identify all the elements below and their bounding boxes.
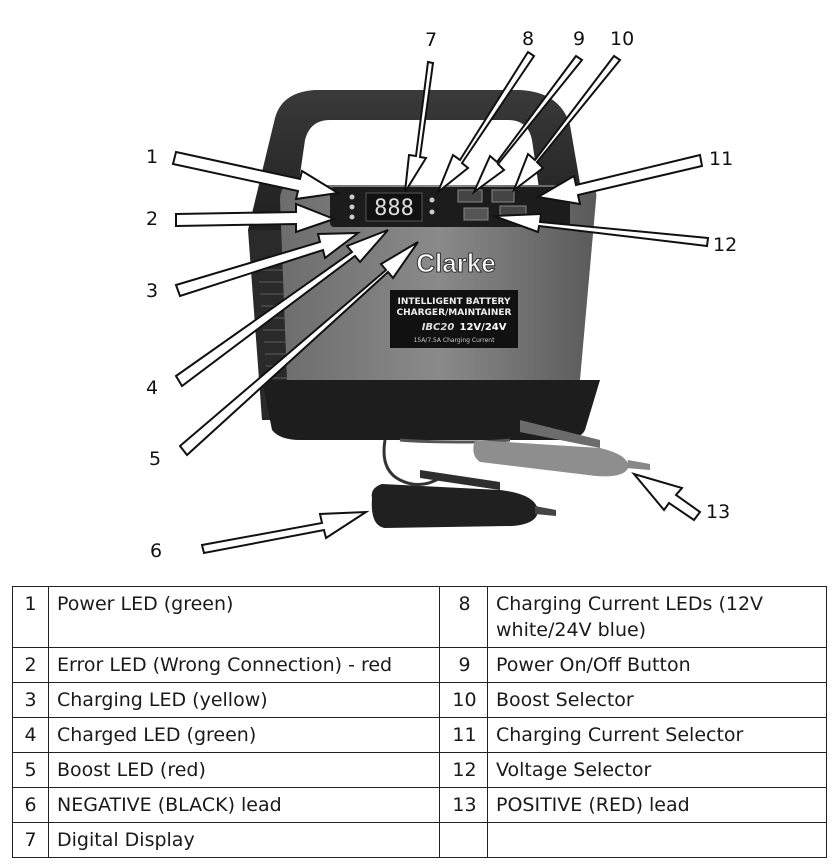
callout-9: 9: [573, 28, 586, 50]
model-label: IBC20: [422, 322, 455, 333]
red-cable: [399, 438, 511, 444]
product-line-1: INTELLIGENT BATTERY: [397, 297, 511, 307]
part-number: 9: [439, 647, 488, 683]
part-number: 11: [439, 717, 488, 753]
callout-11: 11: [709, 148, 734, 170]
part-description: Boost LED (red): [48, 752, 440, 788]
part-number: 7: [12, 822, 49, 858]
negative-clamp: [371, 470, 556, 528]
arrow-7: [404, 60, 435, 193]
part-number: 3: [12, 682, 49, 718]
voltage-button: [463, 207, 489, 221]
part-description: Power LED (green): [48, 586, 440, 648]
arrow-8: [435, 50, 536, 196]
callout-6: 6: [150, 540, 163, 562]
part-description: Digital Display: [48, 822, 440, 858]
brand-logo: Clarke: [416, 248, 496, 278]
part-description: Charging Current Selector: [487, 717, 827, 753]
arrow-4: [174, 229, 389, 388]
part-number: 10: [439, 682, 488, 718]
table-row: 1 Power LED (green) 8 Charging Current L…: [12, 586, 827, 648]
black-cable: [382, 439, 441, 486]
product-figure: 888 Clarke INTELLIGENT BATTERY CHARGER/M…: [146, 28, 738, 562]
table-row: 7 Digital Display: [12, 822, 827, 858]
table-row: 4 Charged LED (green) 11 Charging Curren…: [12, 717, 827, 753]
part-description: Boost Selector: [487, 682, 827, 718]
callout-4: 4: [146, 377, 159, 399]
boost-button: [491, 189, 515, 203]
product-line-2: CHARGER/MAINTAINER: [397, 308, 512, 318]
part-description: [487, 822, 827, 858]
positive-clamp: [473, 420, 650, 477]
table-row: 5 Boost LED (red) 12 Voltage Selector: [12, 752, 827, 788]
part-number: [439, 822, 488, 858]
part-number: 8: [439, 586, 488, 648]
part-number: 4: [12, 717, 49, 753]
digital-display: [365, 192, 423, 222]
part-description: Charging Current LEDs (12V white/24V blu…: [487, 586, 827, 648]
table-row: 6 NEGATIVE (BLACK) lead 13 POSITIVE (RED…: [12, 787, 827, 823]
callout-10: 10: [610, 28, 635, 50]
label-plate: [390, 290, 518, 348]
callout-5: 5: [149, 448, 162, 470]
arrow-3: [174, 231, 362, 298]
part-description: NEGATIVE (BLACK) lead: [48, 787, 440, 823]
callout-8: 8: [522, 28, 535, 50]
base: [262, 380, 600, 440]
part-description: Charging LED (yellow): [48, 682, 440, 718]
arrow-6: [200, 510, 370, 555]
power-button: [457, 189, 483, 203]
callout-3: 3: [146, 280, 159, 302]
part-number: 1: [12, 586, 49, 648]
charger-illustration: 888 Clarke INTELLIGENT BATTERY CHARGER/M…: [171, 50, 710, 555]
arrow-11: [535, 153, 704, 206]
callout-arrows: [171, 50, 710, 555]
callout-2: 2: [146, 208, 159, 230]
arrow-10: [511, 54, 622, 193]
arrow-1: [171, 150, 341, 201]
callout-12: 12: [713, 234, 738, 256]
arrow-13: [631, 472, 702, 522]
part-description: Power On/Off Button: [487, 647, 827, 683]
arrow-5: [178, 241, 419, 457]
part-number: 12: [439, 752, 488, 788]
callout-7: 7: [425, 29, 438, 51]
callout-1: 1: [146, 146, 159, 168]
voltage-label: 12V/24V: [460, 322, 507, 333]
part-number: 13: [439, 787, 488, 823]
arrow-12: [493, 212, 710, 248]
part-description: Charged LED (green): [48, 717, 440, 753]
part-description: POSITIVE (RED) lead: [487, 787, 827, 823]
table-row: 3 Charging LED (yellow) 10 Boost Selecto…: [12, 682, 827, 718]
parts-legend-table: 1 Power LED (green) 8 Charging Current L…: [12, 586, 827, 858]
display-digits: 888: [374, 196, 414, 221]
part-number: 5: [12, 752, 49, 788]
arrow-2: [175, 202, 337, 234]
callout-13: 13: [706, 501, 731, 523]
part-number: 2: [12, 647, 49, 683]
current-label: 15A/7.5A Charging Current: [414, 337, 496, 344]
part-description: Voltage Selector: [487, 752, 827, 788]
table-row: 2 Error LED (Wrong Connection) - red 9 P…: [12, 647, 827, 683]
part-number: 6: [12, 787, 49, 823]
arrow-9: [471, 54, 584, 196]
part-description: Error LED (Wrong Connection) - red: [48, 647, 440, 683]
